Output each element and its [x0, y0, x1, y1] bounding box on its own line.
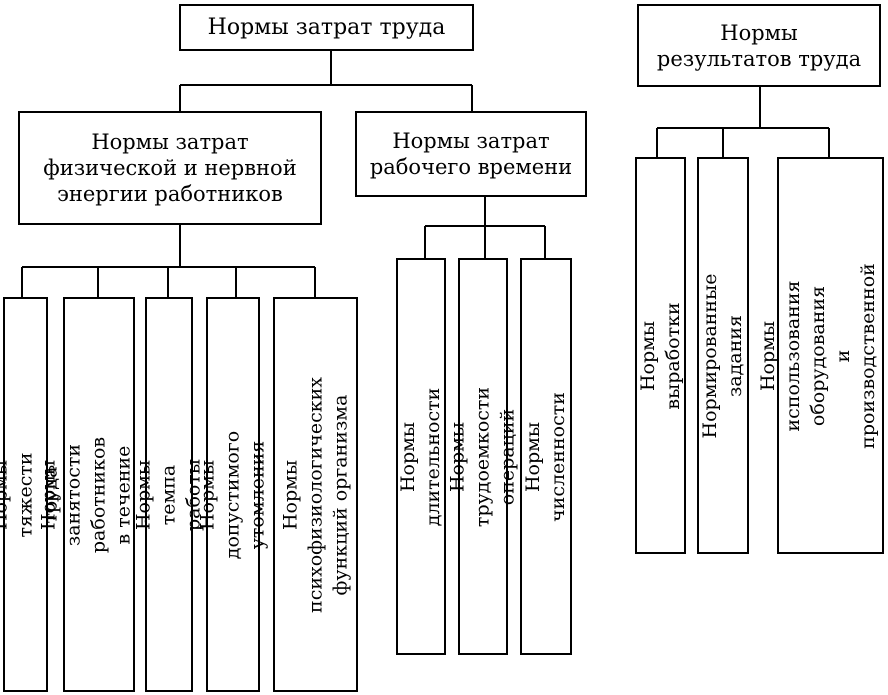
physical-norm-label: Нормы допустимого утомления: [196, 430, 269, 559]
physical-norm-item: Нормы допустимого утомления: [197, 297, 269, 692]
time-norm-item: Нормы трудоемкости операций: [447, 258, 519, 655]
results-norm-label: Нормированные задания: [699, 273, 746, 438]
working-time-norms-box: Нормы затрат рабочего времени: [355, 111, 587, 197]
time-norm-label: Нормы трудоемкости операций: [446, 386, 519, 527]
time-norm-item: Нормы численности: [520, 258, 572, 655]
time-norm-label: Нормы длительности: [397, 387, 444, 526]
working-time-norms-title: Нормы затрат рабочего времени: [369, 129, 573, 179]
labor-cost-norms-title: Нормы затрат труда: [207, 14, 446, 40]
physical-norm-item: Нормы занятости работников в течение сме…: [38, 297, 160, 692]
physical-norm-label: Нормы психофизиологических функций орган…: [279, 376, 351, 613]
results-norm-item: Нормированные задания: [697, 157, 749, 554]
physical-norm-item: Нормы тяжести труда: [0, 297, 61, 692]
physical-energy-norms-box: Нормы затрат физической и нервной энерги…: [18, 111, 322, 225]
time-norm-item: Нормы длительности: [396, 258, 446, 655]
results-norm-item: Нормы использования оборудования и произ…: [757, 157, 888, 554]
results-norm-label: Нормы использования оборудования и произ…: [756, 262, 888, 449]
labor-results-norms-title: Нормы результатов труда: [656, 20, 862, 71]
results-norm-item: Нормы выработки: [635, 157, 686, 554]
labor-cost-norms-box: Нормы затрат труда: [179, 4, 474, 51]
physical-energy-norms-title: Нормы затрат физической и нервной энерги…: [43, 130, 297, 206]
results-norm-label: Нормы выработки: [636, 301, 684, 410]
physical-norm-item: Нормы психофизиологических функций орган…: [273, 297, 358, 692]
labor-results-norms-box: Нормы результатов труда: [637, 4, 881, 87]
time-norm-label: Нормы численности: [522, 391, 569, 522]
physical-norm-item: Нормы темпа работы: [133, 297, 205, 692]
